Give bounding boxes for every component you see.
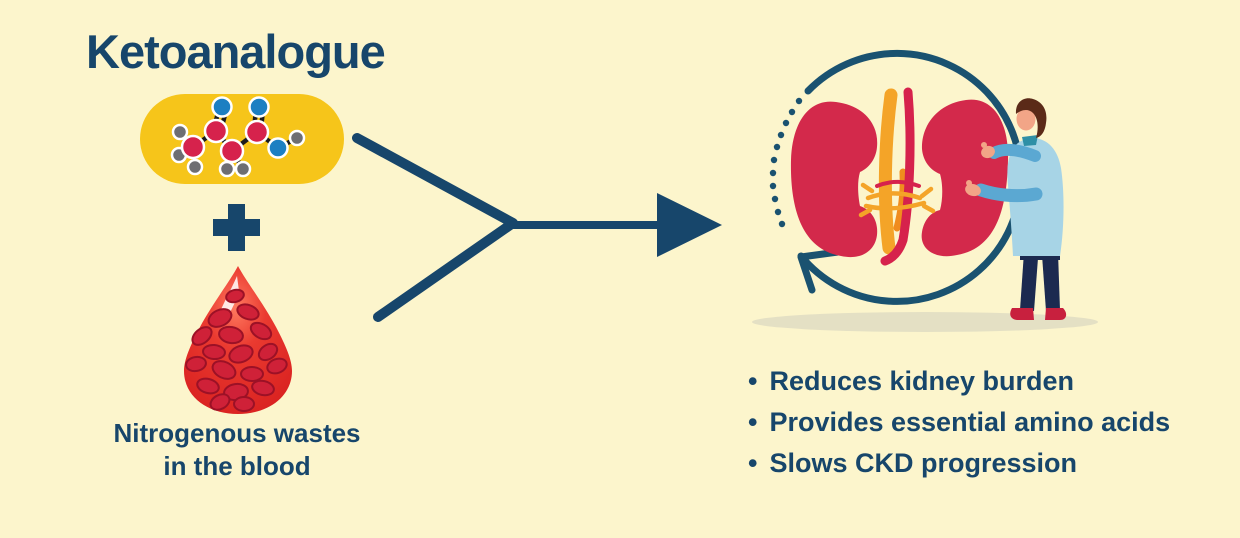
benefits-list: • Reduces kidney burden • Provides essen… (748, 361, 1170, 484)
kidneys-icon (790, 99, 1009, 258)
benefit-label: Slows CKD progression (769, 448, 1077, 478)
blood-drop-icon (184, 266, 292, 414)
benefit-label: Reduces kidney burden (769, 366, 1075, 396)
list-item: • Slows CKD progression (748, 443, 1170, 484)
list-item: • Reduces kidney burden (748, 361, 1170, 402)
plus-icon (213, 204, 260, 251)
page-title: Ketoanalogue (86, 25, 386, 78)
caption-line-1: Nitrogenous wastes (113, 418, 361, 448)
bullet-icon: • (748, 448, 758, 478)
bullet-icon: • (748, 407, 758, 437)
benefit-label: Provides essential amino acids (769, 407, 1171, 437)
renal-vessels-icon (858, 87, 936, 266)
blood-drop-caption: Nitrogenous wastes in the blood (84, 417, 390, 483)
caption-line-2: in the blood (163, 451, 311, 481)
merge-arrow-icon (352, 133, 722, 322)
molecule-icon (170, 96, 306, 178)
list-item: • Provides essential amino acids (748, 402, 1170, 443)
bullet-icon: • (748, 366, 758, 396)
doctor-figure-icon (965, 98, 1067, 320)
